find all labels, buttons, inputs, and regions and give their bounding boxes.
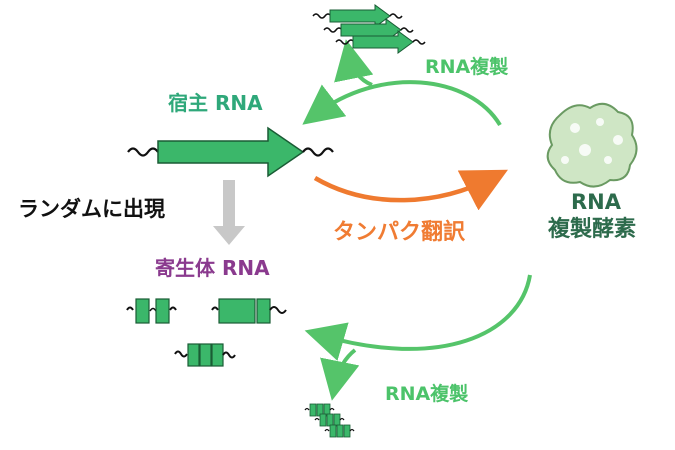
parasite-rna-1 (126, 298, 177, 324)
random-emergence-arrow (213, 180, 245, 245)
replicated-parasites-bottom (304, 403, 355, 438)
replication-arrow-top (302, 80, 502, 127)
translation-arrow (313, 169, 508, 211)
parasite-rna-label: 寄生体 RNA (155, 256, 270, 280)
translation-label: タンパク翻訳 (333, 220, 466, 245)
replication-label-bottom: RNA複製 (385, 383, 469, 405)
enzyme-label-line1: RNA (571, 190, 621, 214)
replication-branch-bottom (320, 348, 360, 401)
parasite-rna-2 (211, 298, 287, 324)
replication-arrow-bottom (304, 274, 532, 361)
parasite-rna-3 (174, 343, 236, 367)
random-emergence-label: ランダムに出現 (18, 197, 165, 221)
host-rna-strand (127, 126, 334, 178)
rna-replicase-texture (561, 118, 623, 164)
host-rna-label: 宿主 RNA (168, 91, 263, 115)
replication-label-top: RNA複製 (425, 56, 509, 78)
enzyme-label-line2: 複製酵素 (548, 217, 637, 242)
rna-replicase-blob (546, 102, 638, 188)
replicated-strands-top (312, 4, 426, 54)
replication-branch-top (334, 39, 374, 87)
